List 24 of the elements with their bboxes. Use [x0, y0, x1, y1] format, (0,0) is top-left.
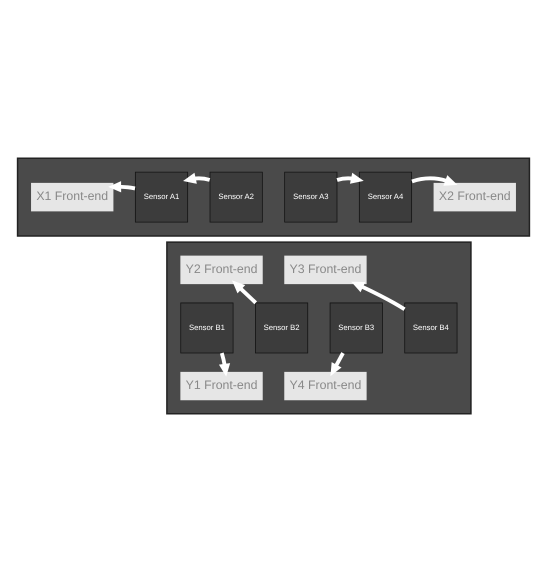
node-box: Sensor A2	[210, 172, 263, 222]
node-box: X1 Front-end	[31, 182, 114, 212]
node-box: X2 Front-end	[434, 182, 516, 212]
node-box: Sensor B2	[255, 302, 308, 354]
arrow	[336, 172, 364, 184]
node-box: Sensor A1	[134, 172, 188, 222]
arrow	[330, 352, 345, 376]
node-box: Y2 Front-end	[180, 256, 263, 284]
arrow	[411, 175, 458, 186]
node-box: Y4 Front-end	[284, 372, 367, 400]
arrow	[232, 280, 258, 304]
arrow	[183, 172, 210, 184]
node-box: Y1 Front-end	[180, 372, 263, 400]
arrow	[108, 181, 136, 192]
node-box: Sensor A3	[284, 172, 338, 222]
node-box: Y3 Front-end	[284, 256, 367, 284]
node-box: Sensor B3	[330, 302, 383, 354]
node-box: Sensor A4	[358, 172, 412, 222]
node-box: Sensor B4	[404, 302, 458, 354]
arrow	[218, 352, 230, 377]
cluster	[16, 157, 530, 237]
node-box: Sensor B1	[180, 302, 234, 354]
arrow	[351, 282, 406, 311]
cluster	[166, 241, 472, 415]
